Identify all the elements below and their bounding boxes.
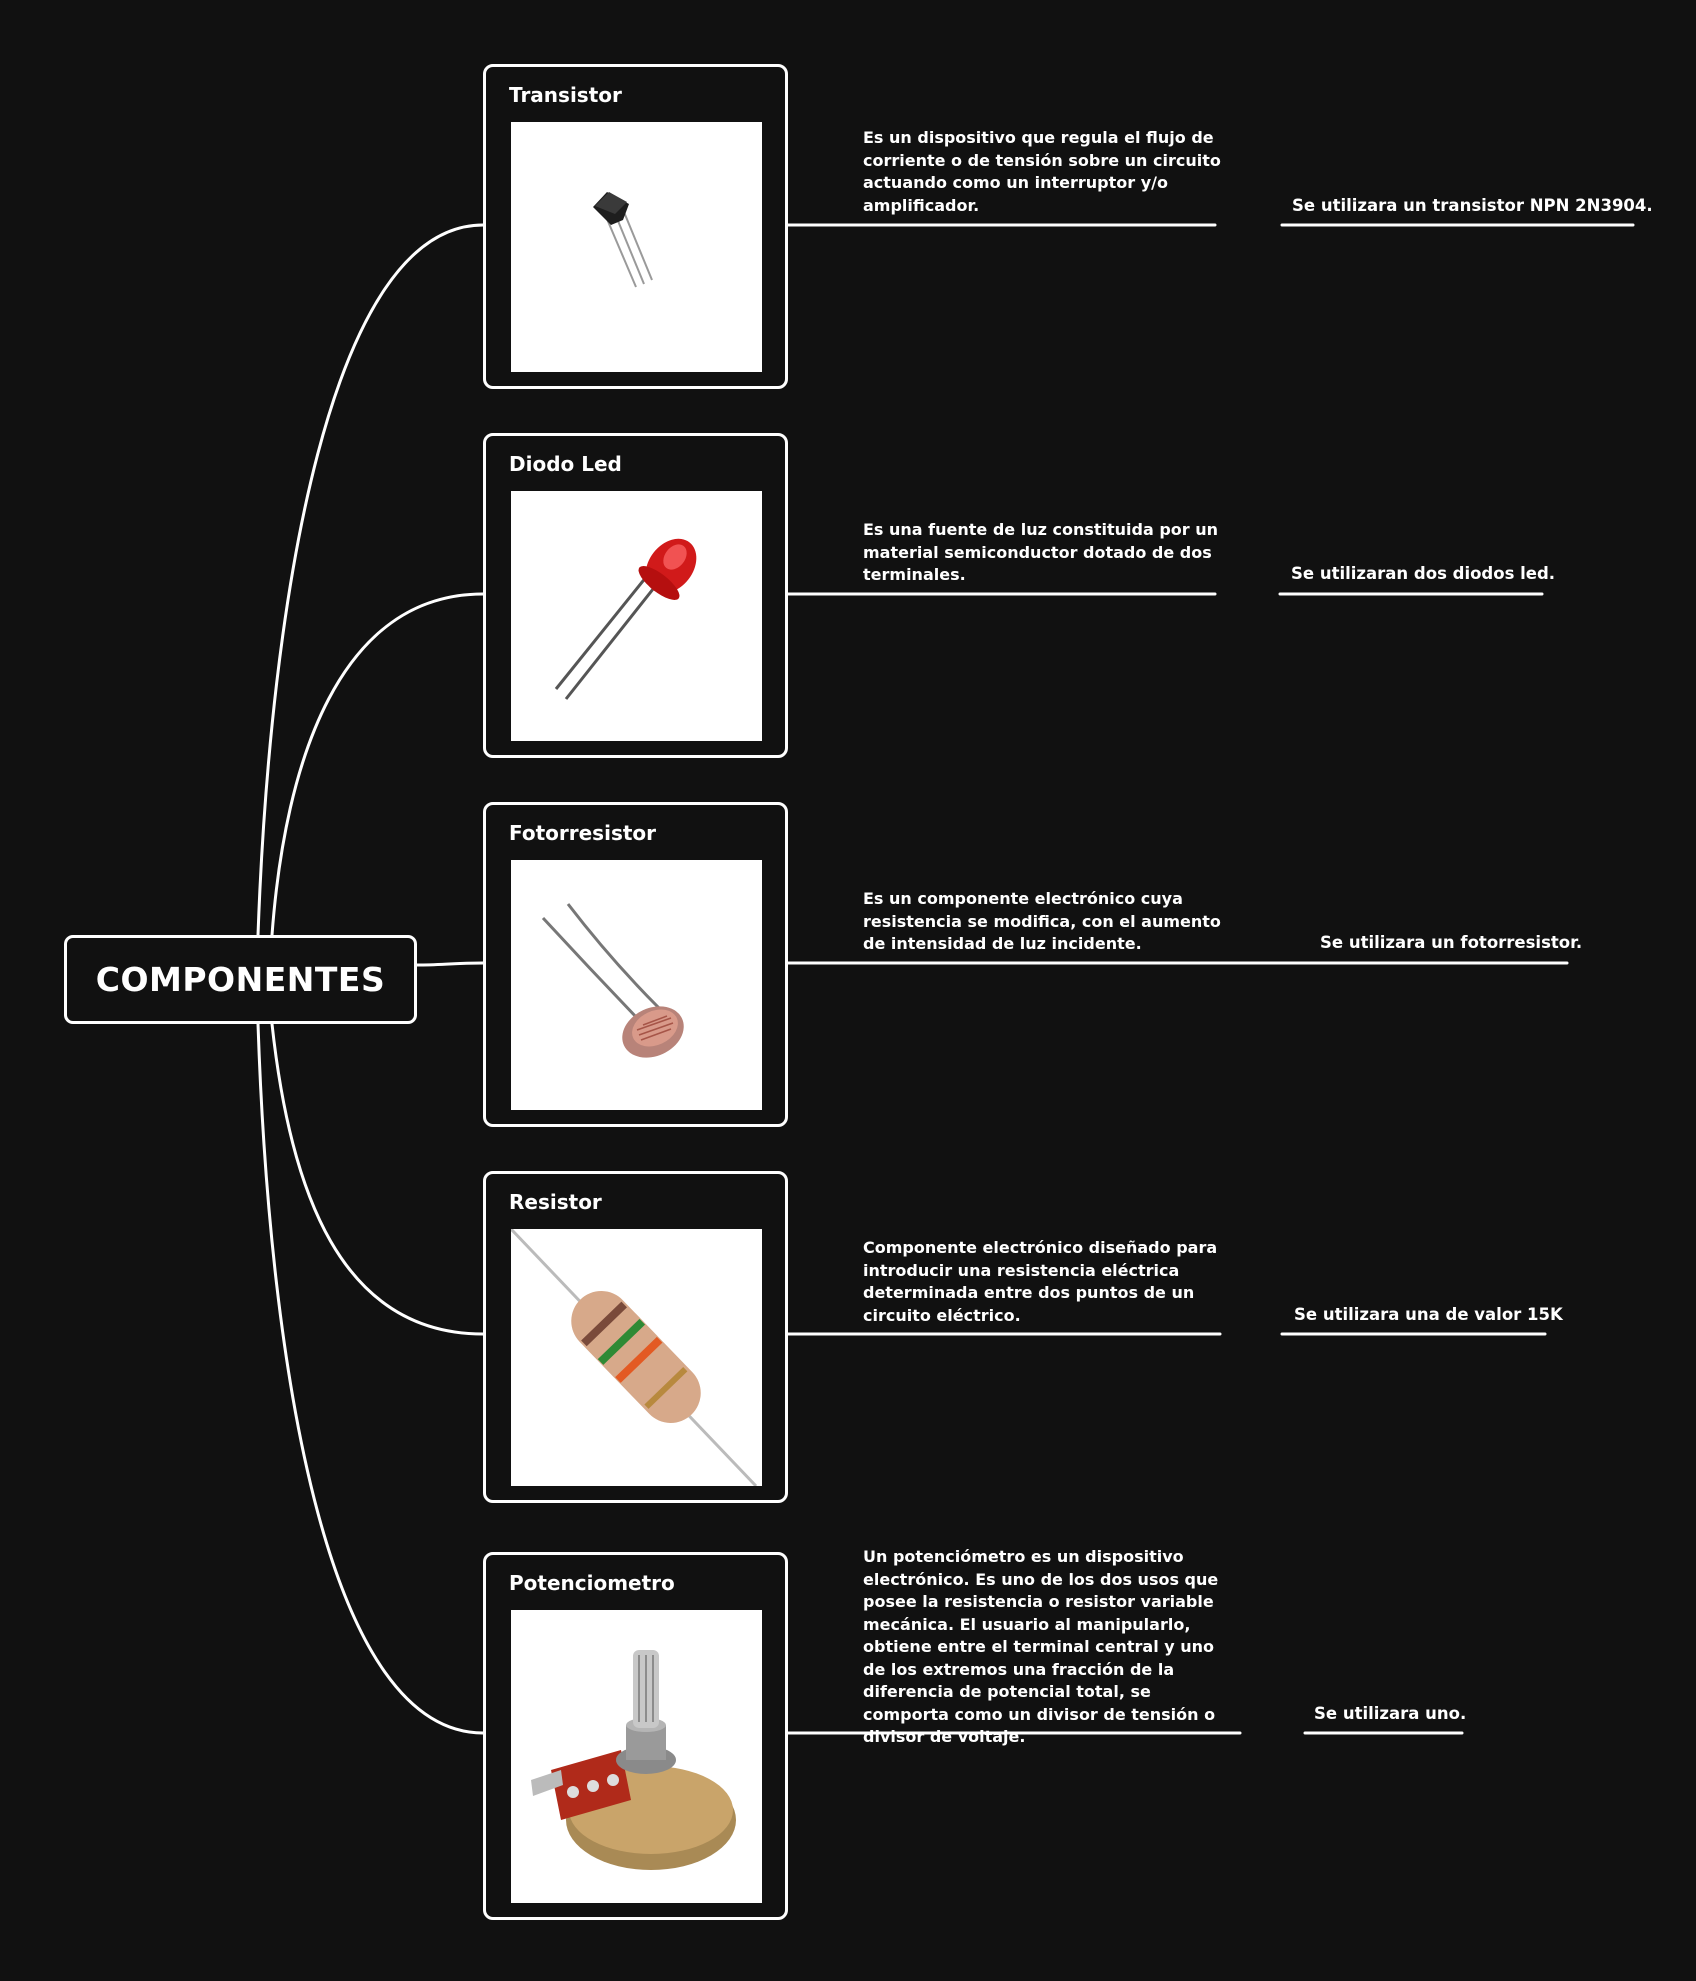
root-node[interactable]: COMPONENTES (64, 935, 417, 1024)
card-title: Diodo Led (509, 452, 622, 476)
card-potenciometro[interactable]: Potenciometro (483, 1552, 788, 1920)
usage-diodo-led: Se utilizaran dos diodos led. (1291, 564, 1556, 583)
card-title: Fotorresistor (509, 821, 657, 845)
description-resistor: Componente electrónico diseñado para int… (863, 1238, 1218, 1325)
card-resistor[interactable]: Resistor (483, 1171, 788, 1503)
photoresistor-icon (511, 860, 762, 1110)
description-diodo-led: Es una fuente de luz constituida por un … (863, 520, 1219, 584)
usage-potenciometro: Se utilizara uno. (1314, 1704, 1467, 1723)
description-potenciometro: Un potenciómetro es un dispositivo elect… (863, 1547, 1219, 1746)
description-transistor: Es un dispositivo que regula el flujo de… (863, 128, 1221, 215)
transistor-icon (511, 122, 762, 372)
led-icon (511, 491, 762, 741)
card-transistor[interactable]: Transistor (483, 64, 788, 389)
root-label: COMPONENTES (95, 960, 386, 999)
card-fotorresistor[interactable]: Fotorresistor (483, 802, 788, 1127)
card-diodo-led[interactable]: Diodo Led (483, 433, 788, 758)
potentiometer-icon (511, 1610, 762, 1903)
usage-fotorresistor: Se utilizara un fotorresistor. (1320, 933, 1583, 952)
card-title: Transistor (509, 83, 622, 107)
resistor-icon (511, 1229, 762, 1486)
card-title: Resistor (509, 1190, 602, 1214)
description-fotorresistor: Es un componente electrónico cuya resist… (863, 889, 1221, 953)
usage-transistor: Se utilizara un transistor NPN 2N3904. (1292, 196, 1653, 215)
usage-resistor: Se utilizara una de valor 15K (1294, 1305, 1563, 1324)
card-title: Potenciometro (509, 1571, 675, 1595)
